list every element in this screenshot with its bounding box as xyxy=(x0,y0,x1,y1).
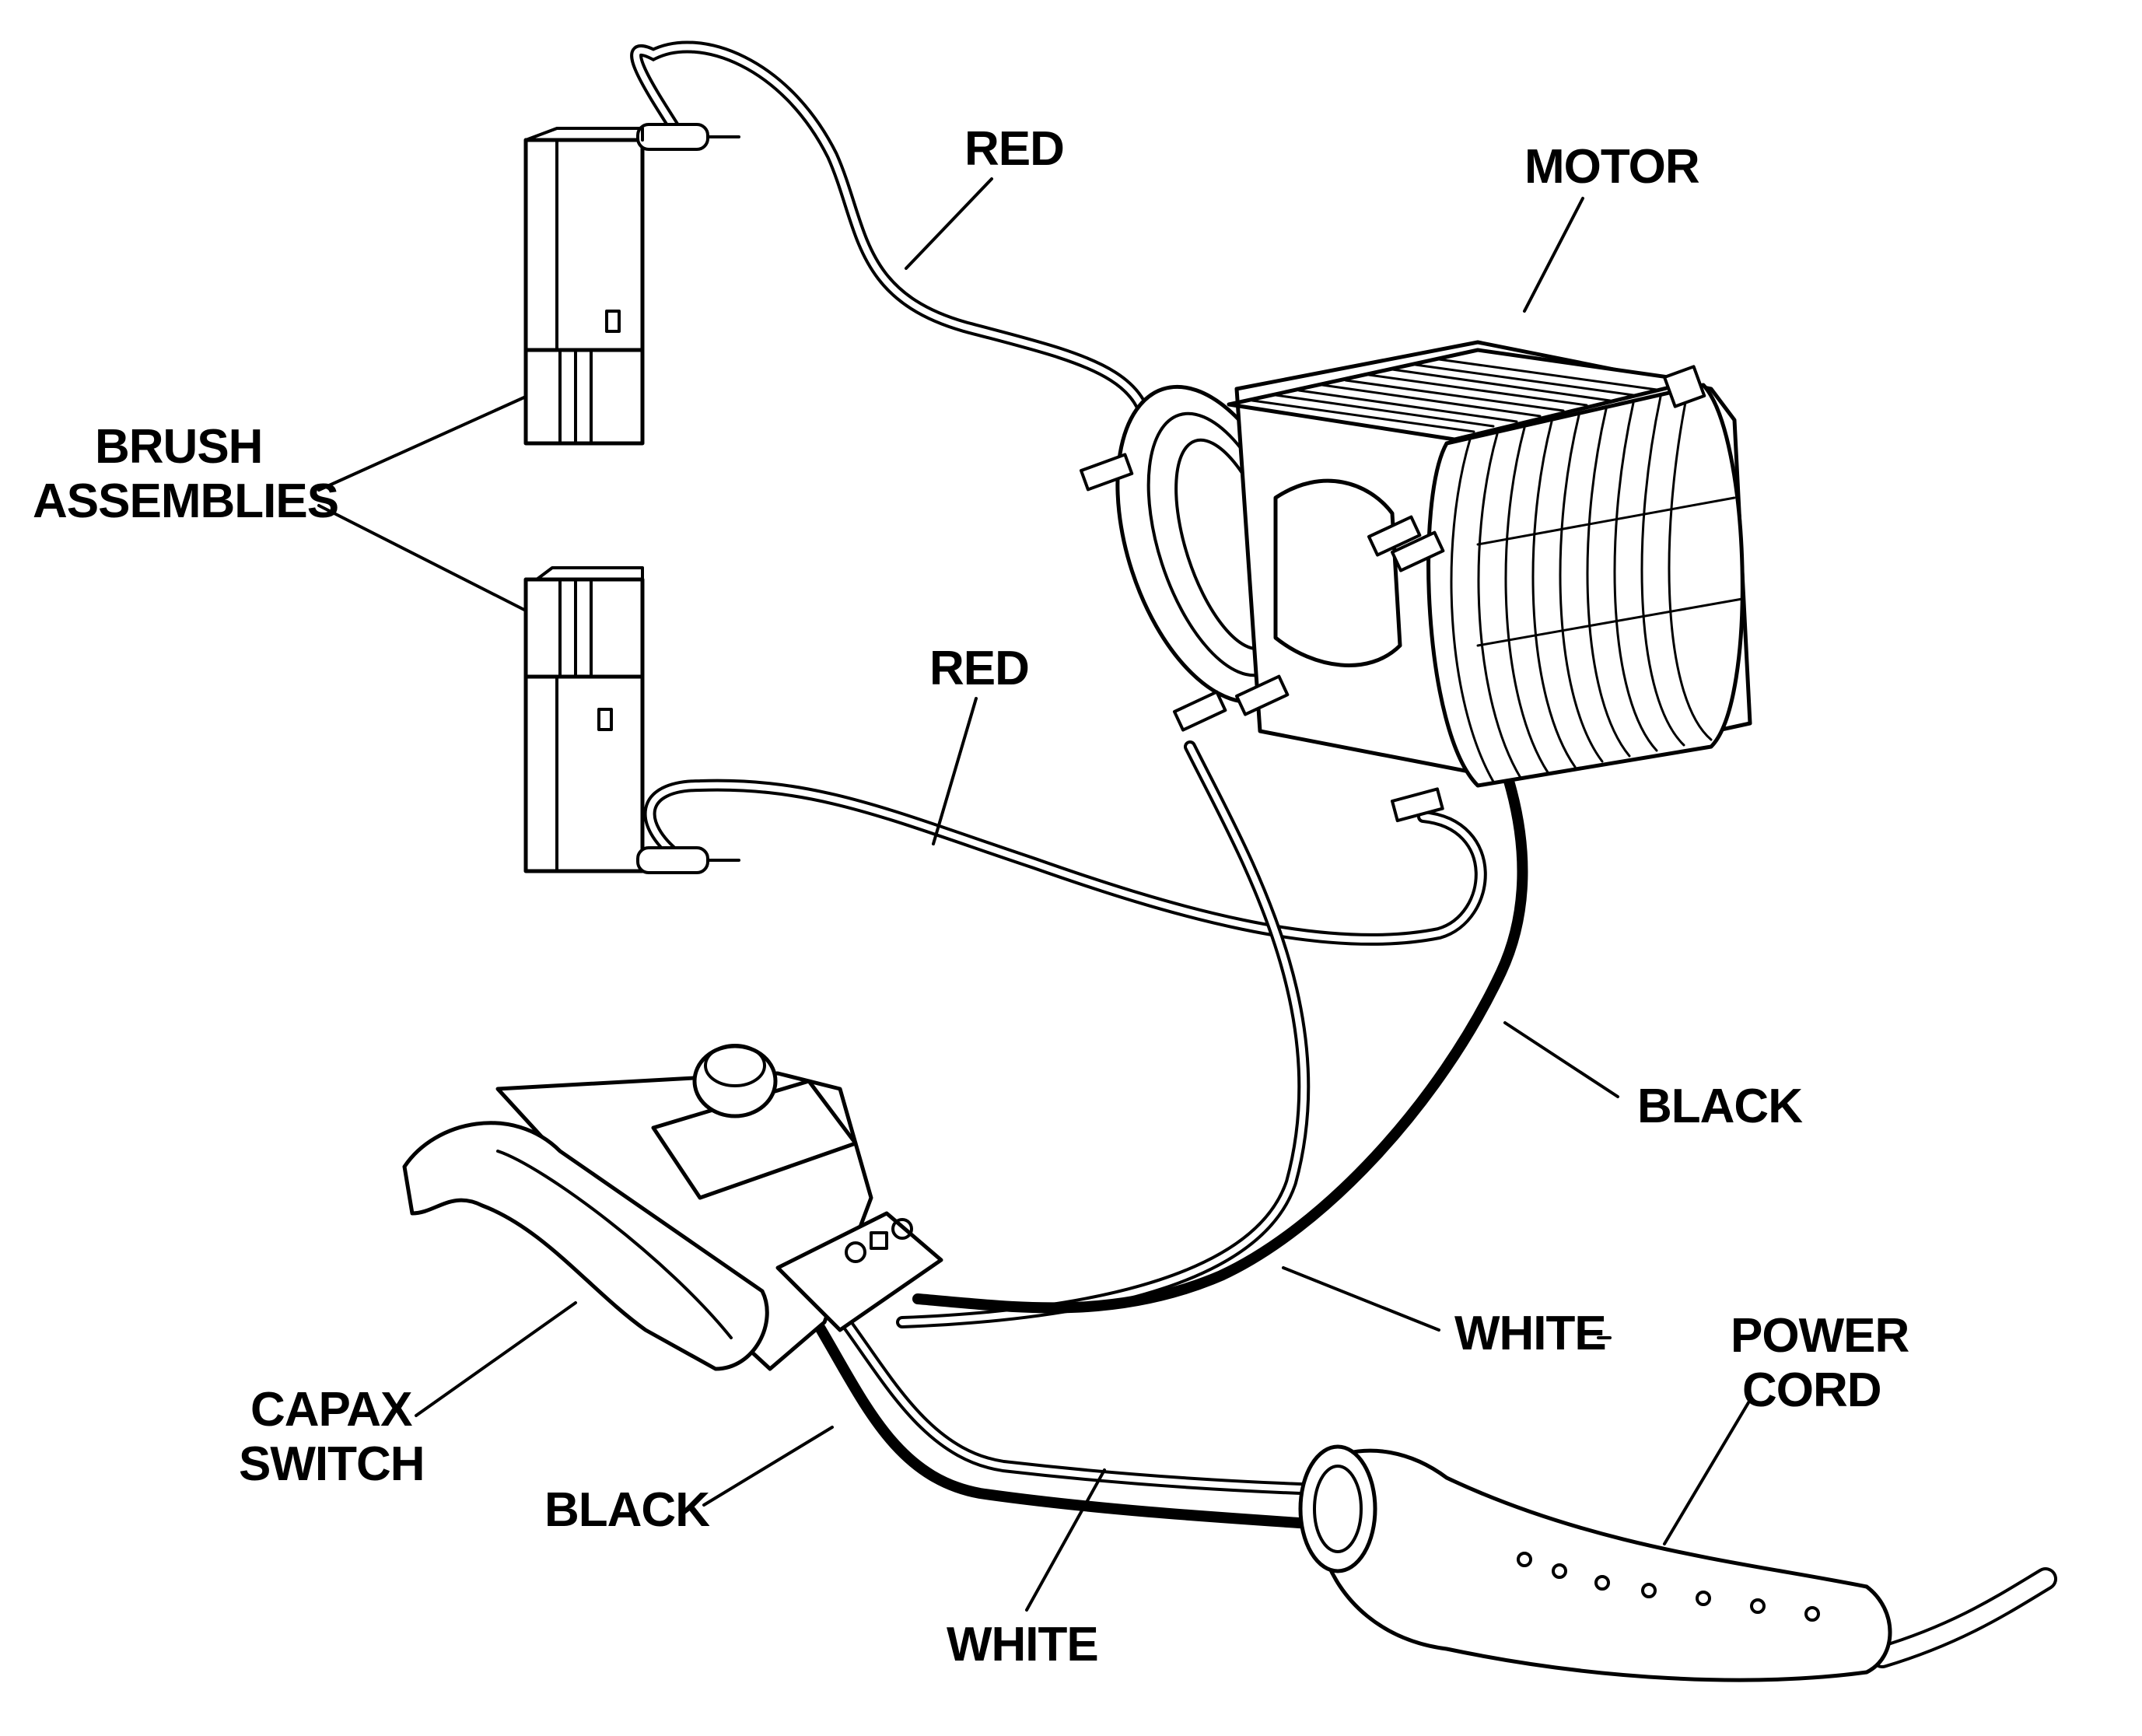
label-black-right: BLACK xyxy=(1637,1080,1803,1133)
capax-switch xyxy=(402,1044,943,1371)
label-brush-line1: BRUSH xyxy=(95,420,262,474)
brush-assembly-upper xyxy=(523,123,740,446)
power-cord-cable xyxy=(1871,1567,2057,1668)
motor xyxy=(1080,340,1752,823)
label-white-right: WHITE xyxy=(1454,1307,1606,1360)
label-motor: MOTOR xyxy=(1524,140,1699,194)
label-power-line2: CORD xyxy=(1742,1363,1881,1417)
label-red-mid: RED xyxy=(929,642,1029,695)
brush-assembly-lower xyxy=(523,566,740,874)
label-capax-line1: CAPAX xyxy=(250,1383,412,1437)
red-wire-bottom xyxy=(643,779,1487,946)
red-wire-top xyxy=(630,40,1153,465)
label-capax-line2: SWITCH xyxy=(239,1437,425,1491)
white-wire-cord xyxy=(834,1308,1328,1496)
black-wire-cord xyxy=(811,1317,1328,1530)
label-white-bottom: WHITE xyxy=(947,1618,1098,1671)
power-cord-strain-relief xyxy=(1298,1444,1892,1682)
leader-lines xyxy=(317,177,1752,1612)
label-brush-line2: ASSEMBLIES xyxy=(33,474,338,528)
label-red-top: RED xyxy=(964,122,1064,176)
label-black-left: BLACK xyxy=(544,1483,710,1537)
label-power-line1: POWER xyxy=(1731,1309,1909,1363)
